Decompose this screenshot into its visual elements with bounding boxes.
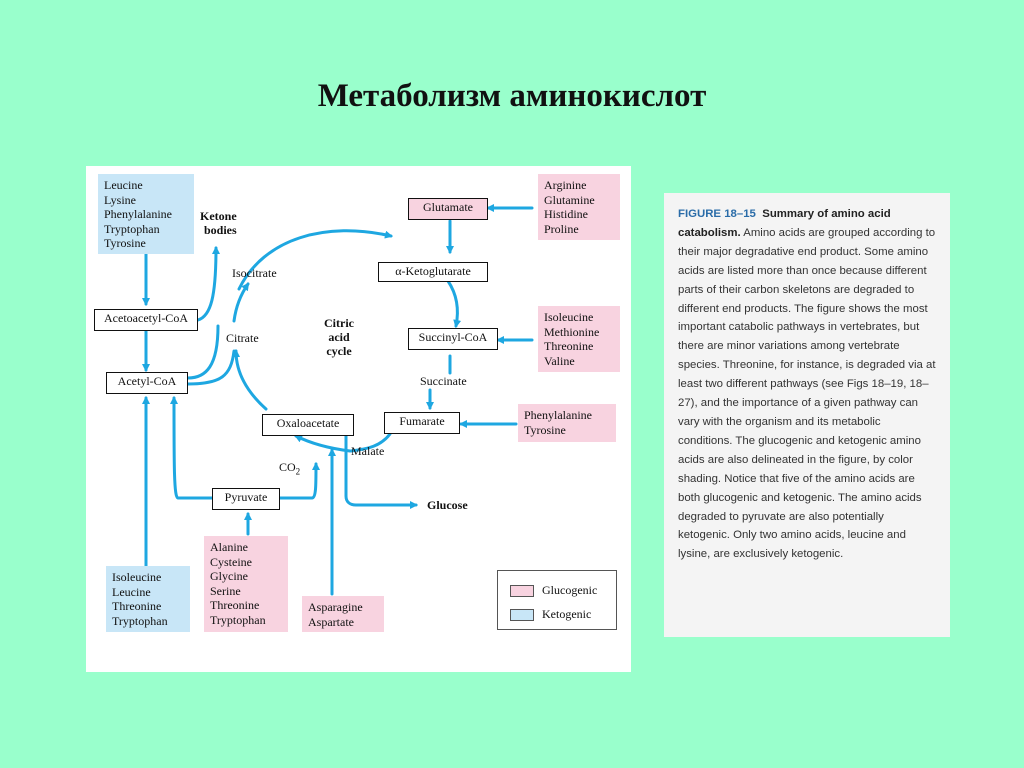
legend-glucogenic: Glucogenic (510, 583, 597, 598)
legend-ketogenic: Ketogenic (510, 607, 591, 622)
acetyl-to-citrate (186, 349, 236, 386)
cycle-oaa-to-citrate (232, 349, 268, 411)
aa-tryptophan: Tryptophan (104, 221, 160, 236)
citrate-to-isocitrate (232, 282, 250, 323)
citrate-label: Citrate (226, 331, 259, 345)
acetoacetyl-coa-box: Acetoacetyl-CoA (94, 309, 198, 331)
aa-threonine: Threonine (544, 339, 594, 353)
caption-panel: FIGURE 18–15 Summary of amino acid catab… (664, 193, 950, 637)
aa-cysteine: Cysteine (210, 554, 252, 569)
aa-leucine: Leucine (104, 178, 143, 192)
legend-glucogenic-text: Glucogenic (542, 583, 598, 597)
aa-arginine: Arginine (544, 178, 587, 192)
aa-phenylalanine: Phenylalanine (104, 207, 172, 221)
ketone-bodies-label: Ketone bodies (200, 209, 237, 237)
acetyl-aa-group: Isoleucine Leucine Threonine Tryptophan (106, 566, 190, 632)
oxaloacetate-box: Oxaloacetate (262, 414, 354, 436)
ketogenic-top-group: Leucine Lysine Phenylalanine Tryptophan … (98, 174, 194, 254)
aa-asparagine: Asparagine (308, 600, 363, 614)
pyruvate-aa-group: Alanine Cysteine Glycine Serine Threonin… (204, 536, 288, 632)
acetyl-coa-box: Acetyl-CoA (106, 372, 188, 394)
aa-threonine-2: Threonine (210, 598, 260, 612)
succinate-label: Succinate (420, 374, 467, 388)
glucogenic-swatch (510, 585, 534, 598)
pyruvate-to-acetyl (170, 396, 214, 500)
caption-title: Summary of amino acid catabolism. (678, 208, 891, 239)
cycle-label-line2: acid (328, 330, 350, 344)
succinyl-aa-group: Isoleucine Methionine Threonine Valine (538, 306, 620, 372)
acetoacetyl-to-ketone (196, 246, 220, 322)
legend: Glucogenic Ketogenic (497, 570, 617, 630)
pyruvate-to-oaa (278, 462, 320, 500)
glutamate-aa-group: Arginine Glutamine Histidine Proline (538, 174, 620, 240)
ketone-label-line2: bodies (204, 223, 237, 237)
caption-body: Amino acids are grouped according to the… (678, 226, 936, 561)
cycle-label-line3: cycle (326, 344, 352, 358)
ketone-label-line1: Ketone (200, 209, 237, 223)
aa-aspartate: Aspartate (308, 614, 354, 629)
aa-alanine: Alanine (210, 540, 248, 554)
malate-label: Malate (351, 444, 385, 458)
cycle-fumarate-to-malate (349, 432, 392, 453)
aa-glycine: Glycine (210, 569, 248, 583)
cycle-arc (237, 229, 393, 291)
figure-label: FIGURE 18–15 (678, 208, 756, 220)
aa-valine: Valine (544, 353, 575, 368)
oaa-to-glucose (344, 434, 418, 509)
fumarate-box: Fumarate (384, 412, 460, 434)
aa-tyrosine: Tyrosine (104, 236, 146, 250)
aa-threonine-3: Threonine (112, 599, 162, 613)
aa-phenylalanine-2: Phenylalanine (524, 408, 592, 422)
ketogenic-swatch (510, 609, 534, 622)
aa-leucine-2: Leucine (112, 584, 151, 599)
fumarate-aa-group: Phenylalanine Tyrosine (518, 404, 616, 442)
diagram-panel: Leucine Lysine Phenylalanine Tryptophan … (86, 166, 631, 672)
aa-isoleucine: Isoleucine (544, 310, 594, 324)
slide-title: Метаболизм аминокислот (317, 78, 707, 114)
glutamate-box: Glutamate (408, 198, 488, 220)
cycle-akg-to-succinyl (446, 279, 462, 328)
oxaloacetate-aa-group: Asparagine Aspartate (302, 596, 384, 632)
isocitrate-label: Isocitrate (232, 266, 277, 280)
citric-acid-cycle-label: Citric acid cycle (324, 316, 354, 358)
aa-histidine: Histidine (544, 207, 588, 221)
cycle-label-line1: Citric (324, 316, 354, 330)
pyruvate-box: Pyruvate (212, 488, 280, 510)
aa-tyrosine-2: Tyrosine (524, 422, 566, 437)
glucose-label: Glucose (427, 498, 468, 512)
arrows-layer (142, 204, 534, 596)
co2-label: CO2 (279, 460, 300, 476)
co2-subscript: 2 (295, 466, 301, 477)
aa-methionine: Methionine (544, 324, 600, 339)
aa-glutamine: Glutamine (544, 192, 595, 207)
aa-tryptophan-3: Tryptophan (112, 613, 168, 628)
aa-proline: Proline (544, 221, 579, 236)
aa-isoleucine-2: Isoleucine (112, 570, 162, 584)
alpha-ketoglutarate-box: α-Ketoglutarate (378, 262, 488, 282)
co2-text: CO (279, 460, 296, 474)
malate-to-oaa (294, 434, 352, 453)
acetyl-to-ketone (186, 324, 220, 380)
aa-serine: Serine (210, 583, 241, 598)
legend-ketogenic-text: Ketogenic (542, 607, 592, 621)
succinyl-coa-box: Succinyl-CoA (408, 328, 498, 350)
aa-lysine: Lysine (104, 192, 136, 207)
aa-tryptophan-2: Tryptophan (210, 612, 266, 627)
